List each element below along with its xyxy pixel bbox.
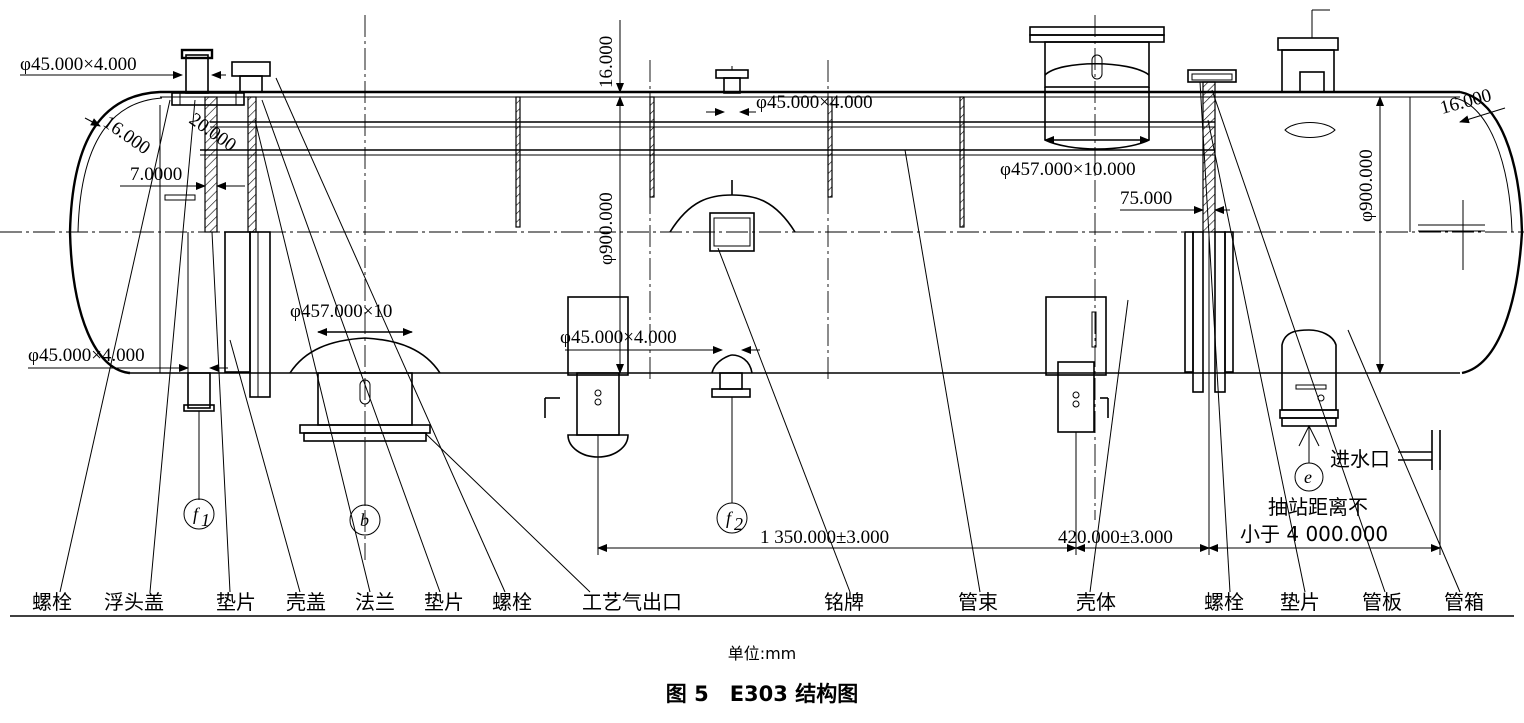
marker-f1-sub: 1 [201, 510, 210, 530]
dimension-text: φ45.000×4.000 16.000 φ45.000×4.000 16.00… [20, 36, 1494, 548]
dim-gap-small: 7.0000 [130, 164, 182, 185]
label-tubesheet: 管板 [1362, 590, 1402, 614]
dim-nozzle-bottom-left: φ457.000×10 [290, 301, 392, 322]
label-gasket-2: 垫片 [424, 590, 464, 614]
label-bolt-1: 螺栓 [32, 590, 72, 614]
caption-unit: 单位:mm [727, 644, 797, 663]
marker-e-text: e [1304, 467, 1312, 487]
dim-saddle-to-flange: 420.000±3.000 [1058, 527, 1173, 548]
caption-title: 图 5 E303 结构图 [665, 682, 859, 706]
label-floating-head-cover: 浮头盖 [104, 590, 164, 614]
dim-saddle-spacing: 1 350.000±3.000 [760, 527, 889, 548]
dim-pull-distance-line1: 抽站距离不 [1268, 495, 1368, 519]
channel-bottom-nozzle [1279, 329, 1339, 427]
label-flange: 法兰 [355, 590, 395, 614]
channel-top-nozzle [1277, 9, 1339, 138]
dim-pipe-bottom-mid: φ45.000×4.000 [560, 327, 677, 348]
marker-f1-main: f [193, 504, 201, 524]
label-nameplate: 铭牌 [824, 590, 864, 614]
label-bolt-3: 螺栓 [1204, 590, 1244, 614]
dim-tubesheet-thk: 75.000 [1120, 188, 1172, 209]
dim-head-thickness-left: 16.000 [99, 112, 154, 159]
label-tube-bundle: 管束 [958, 590, 998, 614]
dim-pipe-bottom-left: φ45.000×4.000 [28, 345, 145, 366]
dim-bundle-dia: φ900.000 [596, 192, 617, 265]
label-process-gas-outlet: 工艺气出口 [582, 590, 682, 614]
dim-channel-dia: φ900.000 [1356, 149, 1377, 222]
tubesheet-right [1184, 69, 1237, 393]
floating-head-assembly [159, 48, 271, 412]
dim-nozzle-right-top: φ457.000×10.000 [1000, 159, 1136, 180]
dimension-lines [20, 20, 1506, 555]
marker-f2: f 2 [716, 502, 748, 534]
water-inlet-pipe [1398, 430, 1441, 470]
right-top-large-nozzle [1029, 26, 1165, 150]
top-mid-nozzle [715, 66, 749, 94]
label-gasket-1: 垫片 [216, 590, 256, 614]
heat-exchanger-drawing: φ45.000×4.000 16.000 φ45.000×4.000 16.00… [0, 9, 1524, 617]
label-channel: 管箱 [1444, 590, 1484, 614]
marker-f2-sub: 2 [734, 514, 743, 534]
tube-bundle [164, 96, 1215, 228]
marker-f2-main: f [726, 508, 734, 528]
label-shell-cover: 壳盖 [286, 590, 326, 614]
label-shell: 壳体 [1076, 590, 1116, 614]
marker-f1: f 1 [183, 498, 215, 530]
water-inlet-label: 进水口 [1330, 447, 1390, 471]
label-gasket-3: 垫片 [1280, 590, 1320, 614]
marker-b-text: b [360, 510, 369, 530]
nameplate-drawing [669, 180, 796, 252]
marker-e: e [1294, 462, 1324, 492]
leader-lines [10, 77, 1514, 617]
saddle-left [544, 296, 629, 458]
saddle-right [1045, 296, 1109, 433]
bottom-mid-nozzle [711, 354, 753, 398]
dim-pull-distance-line2: 小于 4 000.000 [1240, 522, 1388, 546]
dim-pipe-top-left: φ45.000×4.000 [20, 54, 137, 75]
dim-pipe-top-mid: φ45.000×4.000 [756, 92, 873, 113]
component-labels: 螺栓 浮头盖 垫片 壳盖 法兰 垫片 螺栓 工艺气出口 铭牌 管束 壳体 螺栓 … [32, 590, 1484, 614]
marker-b: b [349, 504, 381, 536]
dim-shell-thickness-top: 16.000 [596, 36, 617, 88]
label-bolt-2: 螺栓 [492, 590, 532, 614]
